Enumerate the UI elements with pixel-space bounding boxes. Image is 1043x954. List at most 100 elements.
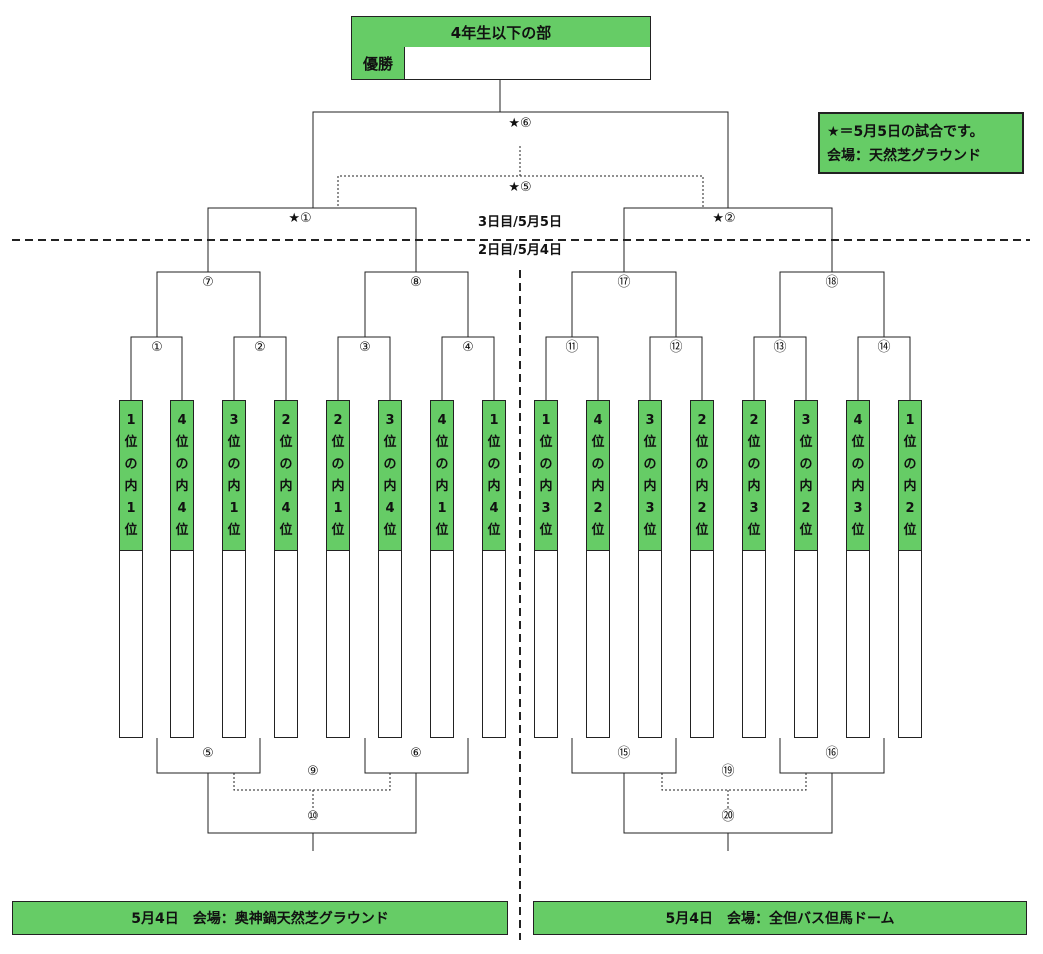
seed-char: の [695,456,709,472]
seed-char: の [747,456,761,472]
seed-char: 1 [229,500,239,516]
seed-char: 4 [385,500,395,516]
seed-char: 3 [853,500,863,516]
seed-char: 位 [747,434,761,450]
seed-char: 4 [853,412,863,428]
seed-char: 内 [695,478,709,494]
seed-char: 3 [541,500,551,516]
seed-char: の [124,456,138,472]
seed-char: 位 [487,522,501,538]
winner-value [405,47,650,79]
winner-label: 優勝 [352,47,405,79]
cons-match-19-label: ⑲ [720,764,736,780]
cons-match-16-label: ⑯ [824,746,840,762]
seed-char: 位 [487,434,501,450]
r1-line-2 [233,336,287,400]
seed-char: 内 [124,478,138,494]
seed-char: 2 [801,500,811,516]
r1-line-14 [857,336,911,400]
r1-line-11 [545,336,599,400]
seed-char: 3 [645,500,655,516]
seed-char: 1 [489,412,499,428]
cons-match-9-label: ⑨ [306,764,320,780]
seed-char: 位 [539,434,553,450]
seed-char: 位 [539,522,553,538]
cons-match-20-label: ⑳ [720,809,736,825]
day3-label: 3日目/5月5日 [477,215,563,231]
cons-right-20 [623,773,833,851]
seed-char: 位 [643,522,657,538]
cons-match-6-label: ⑥ [409,746,423,762]
seed-char: 位 [799,522,813,538]
r1-line-3 [337,336,391,400]
seed-char: 位 [643,434,657,450]
semi-left-label: ★① [287,211,313,227]
division-title: 4年生以下の部 [351,16,651,48]
match-7-label: ⑦ [201,275,215,291]
cons-left-9 [233,773,391,808]
match-4-label: ④ [461,340,475,356]
seed-char: 位 [695,434,709,450]
third-place-label: ★⑤ [507,180,533,196]
seed-char: 位 [175,434,189,450]
seed-char: 内 [747,478,761,494]
seed-char: 内 [591,478,605,494]
match-1-label: ① [150,340,164,356]
final-label: ★⑥ [507,116,533,132]
r1-line-13 [753,336,807,400]
seed-char: 位 [331,522,345,538]
seed-char: 1 [437,500,447,516]
seed-char: 2 [697,412,707,428]
cons-match-5-label: ⑤ [201,746,215,762]
seed-char: 内 [539,478,553,494]
seed-char: 3 [645,412,655,428]
seed-char: 内 [279,478,293,494]
seed-char: 位 [124,522,138,538]
seed-char: 4 [437,412,447,428]
seed-char: 位 [435,434,449,450]
seed-char: 3 [801,412,811,428]
seed-char: 1 [126,412,136,428]
seed-char: の [799,456,813,472]
legend-note-line1: ★＝5月5日の試合です。 [827,124,984,140]
seed-char: の [383,456,397,472]
seed-char: 内 [851,478,865,494]
seed-char: 位 [383,522,397,538]
third-place-line [337,146,704,208]
seed-char: 位 [124,434,138,450]
seed-char: 位 [747,522,761,538]
semi-right-label: ★② [711,211,737,227]
seed-char: 4 [281,500,291,516]
r1-line-4 [441,336,495,400]
winner-row: 優勝 [351,47,651,80]
venue-left: 5月4日 会場：奥神鍋天然芝グラウンド [12,901,508,935]
final-line [312,79,729,208]
seed-char: の [487,456,501,472]
seed-char: 2 [749,412,759,428]
seed-char: の [175,456,189,472]
match-13-label: ⑬ [772,340,788,356]
seed-char: 内 [331,478,345,494]
venue-right: 5月4日 会場：全但バス但馬ドーム [533,901,1027,935]
seed-char: 4 [177,500,187,516]
seed-char: 1 [905,412,915,428]
legend-note: ★＝5月5日の試合です。 会場：天然芝グラウンド [818,112,1024,174]
seed-char: 内 [435,478,449,494]
seed-char: の [591,456,605,472]
